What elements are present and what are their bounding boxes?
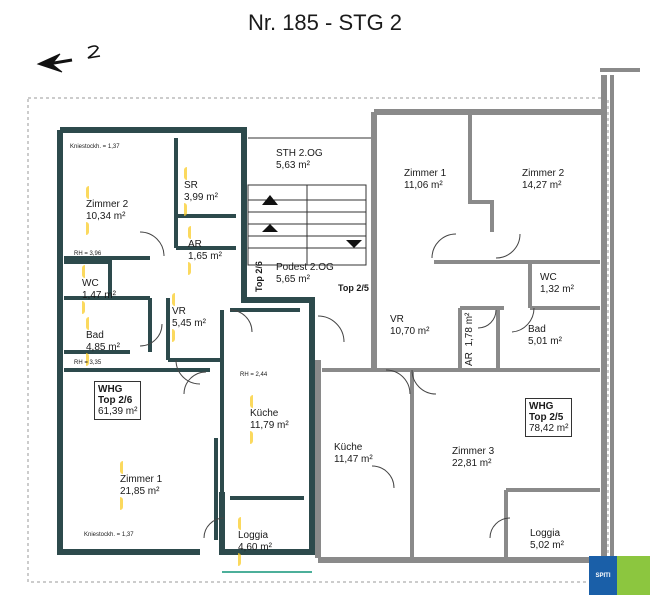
top25-walls <box>315 75 607 566</box>
door-arcs <box>139 231 535 539</box>
top26-outline <box>57 127 315 555</box>
top25-entry-label: Top 2/5 <box>338 283 369 293</box>
rh-note-2: RH = 3,35 <box>74 360 102 366</box>
logo-green-block <box>617 556 650 595</box>
stair-arrows <box>262 195 362 248</box>
logo-text: SPITI <box>589 556 617 595</box>
rh-note-1: RH = 3,96 <box>74 251 102 257</box>
kniestock-note-top: Kniestockh. = 1,37 <box>70 144 120 150</box>
rh-note-3: RH = 2,44 <box>240 372 268 378</box>
north-arrow-icon <box>36 45 101 73</box>
company-logo: SPITI <box>589 556 650 595</box>
room-ar-top25: AR 1,78 m² <box>464 312 475 366</box>
top26-entry-label: Top 2/6 <box>254 261 264 292</box>
plan-title: Nr. 185 - STG 2 <box>247 10 403 35</box>
staircase <box>247 137 372 266</box>
kniestock-note-bottom: Kniestockh. = 1,37 <box>84 532 134 538</box>
plot-boundary <box>27 97 609 583</box>
top25-inner-walls <box>322 68 640 566</box>
